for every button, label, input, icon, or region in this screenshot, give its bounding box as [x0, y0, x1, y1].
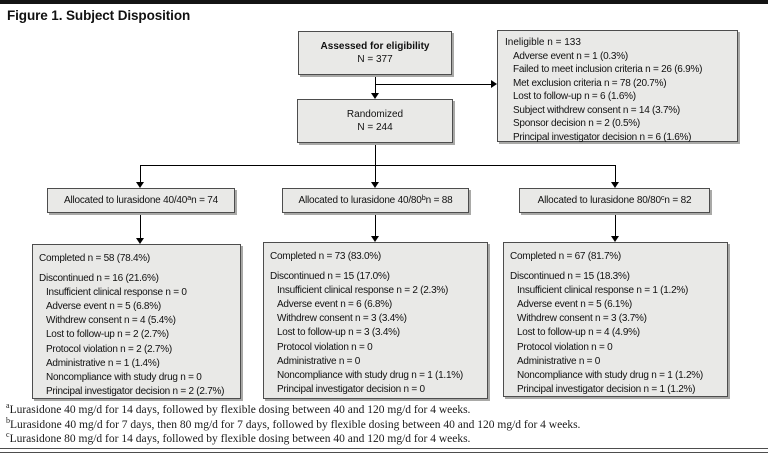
- footnote-mark: b: [6, 415, 10, 425]
- reason-line: Insufficient clinical response n = 1 (1.…: [517, 285, 689, 297]
- arrow-down-icon: [371, 236, 379, 242]
- footnote-text: Lurasidone 80 mg/d for 14 days, followed…: [9, 433, 471, 445]
- discontinued-line: Discontinued n = 15 (17.0%): [270, 271, 390, 283]
- ineligible-item: Lost to follow-up n = 6 (1.6%): [513, 91, 636, 102]
- footnote-text: Lurasidone 40 mg/d for 7 days, then 80 m…: [10, 418, 581, 431]
- reason-line: Protocol violation n = 0: [277, 341, 373, 353]
- allocation-n: n = 74: [191, 195, 219, 206]
- arrow-down-icon: [611, 236, 619, 242]
- randomized-n: N = 244: [357, 122, 393, 133]
- footnote-a: aLurasidone 40 mg/d for 14 days, followe…: [6, 401, 580, 418]
- connector-distribution: [140, 165, 616, 166]
- reason-line: Adverse event n = 5 (6.1%): [517, 299, 632, 311]
- footnote-mark: a: [6, 401, 10, 411]
- reason-line: Principal investigator decision n = 1 (1…: [517, 383, 696, 395]
- discontinued-line: Discontinued n = 16 (21.6%): [39, 273, 159, 285]
- connector-to-arm-c: [615, 165, 616, 183]
- reason-line: Insufficient clinical response n = 0: [46, 287, 187, 299]
- assessed-box: Assessed for eligibility N = 377: [298, 31, 452, 75]
- reason-line: Lost to follow-up n = 2 (2.7%): [46, 329, 169, 341]
- figure-bottom-rule: [0, 448, 768, 453]
- connector-to-arm-b: [375, 165, 376, 183]
- reason-line: Administrative n = 0: [277, 355, 361, 367]
- allocation-label: Allocated to lurasidone 80/80: [537, 195, 661, 206]
- reason-line: Principal investigator decision n = 0: [277, 383, 425, 395]
- outcome-box-40-40: Completed n = 58 (78.4%) Discontinued n …: [32, 244, 241, 399]
- reason-line: Principal investigator decision n = 2 (2…: [46, 385, 225, 397]
- completed-line: Completed n = 73 (83.0%): [270, 251, 382, 262]
- connector-arm-b-detail: [375, 213, 376, 237]
- ineligible-item: Met exclusion criteria n = 78 (20.7%): [513, 77, 667, 89]
- reason-line: Lost to follow-up n = 4 (4.9%): [517, 327, 640, 339]
- footnote-text: Lurasidone 40 mg/d for 14 days, followed…: [9, 404, 471, 416]
- outcome-box-40-80: Completed n = 73 (83.0%) Discontinued n …: [263, 242, 488, 399]
- arrow-down-icon: [136, 182, 144, 188]
- arrow-down-icon: [371, 182, 379, 188]
- reason-line: Withdrew consent n = 3 (3.4%): [277, 313, 407, 325]
- ineligible-item: Sponsor decision n = 2 (0.5%): [513, 118, 640, 129]
- connector-arm-a-detail: [140, 213, 141, 239]
- reason-line: Administrative n = 1 (1.4%): [46, 357, 160, 369]
- randomized-label: Randomized: [346, 109, 404, 120]
- ineligible-title: Ineligible n = 133: [505, 37, 581, 48]
- ineligible-item: Principal investigator decision n = 6 (1…: [513, 131, 692, 143]
- footnote-b: bLurasidone 40 mg/d for 7 days, then 80 …: [6, 415, 581, 433]
- allocation-n: n = 88: [425, 195, 453, 206]
- arrow-down-icon: [136, 238, 144, 244]
- figure-top-rule: [0, 0, 768, 4]
- arrow-down-icon: [611, 182, 619, 188]
- figure-title: Figure 1. Subject Disposition: [7, 8, 191, 23]
- reason-line: Protocol violation n = 2 (2.7%): [46, 343, 172, 355]
- arrow-right-icon: [491, 80, 497, 88]
- assessed-n: N = 377: [357, 54, 393, 65]
- ineligible-item: Failed to meet inclusion criteria n = 26…: [513, 64, 703, 75]
- reason-line: Adverse event n = 5 (6.8%): [46, 301, 161, 313]
- ineligible-item: Adverse event n = 1 (0.3%): [513, 50, 628, 62]
- reason-line: Withdrew consent n = 3 (3.7%): [517, 313, 647, 325]
- reason-line: Lost to follow-up n = 3 (3.4%): [277, 327, 400, 339]
- allocation-label: Allocated to lurasidone 40/40: [63, 195, 188, 206]
- reason-line: Protocol violation n = 0: [517, 341, 613, 353]
- reason-line: Insufficient clinical response n = 2 (2.…: [277, 285, 449, 297]
- arrow-down-icon: [371, 93, 379, 99]
- assessed-label: Assessed for eligibility: [320, 41, 430, 52]
- footnotes: aLurasidone 40 mg/d for 14 days, followe…: [6, 401, 581, 447]
- reason-line: Noncompliance with study drug n = 1 (1.1…: [277, 369, 463, 381]
- randomized-box: Randomized N = 244: [297, 99, 453, 143]
- ineligible-item: Subject withdrew consent n = 14 (3.7%): [513, 104, 680, 116]
- allocation-n: n = 82: [664, 195, 692, 206]
- discontinued-line: Discontinued n = 15 (18.3%): [510, 271, 630, 283]
- ineligible-box: Ineligible n = 133 Adverse event n = 1 (…: [497, 30, 738, 143]
- reason-line: Withdrew consent n = 4 (5.4%): [46, 315, 176, 327]
- connector-to-arm-a: [140, 165, 141, 183]
- completed-line: Completed n = 67 (81.7%): [510, 251, 622, 262]
- reason-line: Adverse event n = 6 (6.8%): [277, 299, 392, 311]
- outcome-box-80-80: Completed n = 67 (81.7%) Discontinued n …: [503, 242, 728, 397]
- allocation-label: Allocated to lurasidone 40/80: [298, 195, 422, 206]
- footnote-c: cLurasidone 80 mg/d for 14 days, followe…: [6, 430, 580, 447]
- reason-line: Administrative n = 0: [517, 355, 601, 367]
- reason-line: Noncompliance with study drug n = 1 (1.2…: [517, 369, 703, 381]
- connector-to-ineligible: [375, 84, 492, 85]
- connector-randomized-down: [375, 143, 376, 166]
- footnote-mark: c: [6, 430, 10, 440]
- completed-line: Completed n = 58 (78.4%): [39, 253, 151, 264]
- connector-arm-c-detail: [615, 213, 616, 237]
- reason-line: Noncompliance with study drug n = 0: [46, 371, 202, 383]
